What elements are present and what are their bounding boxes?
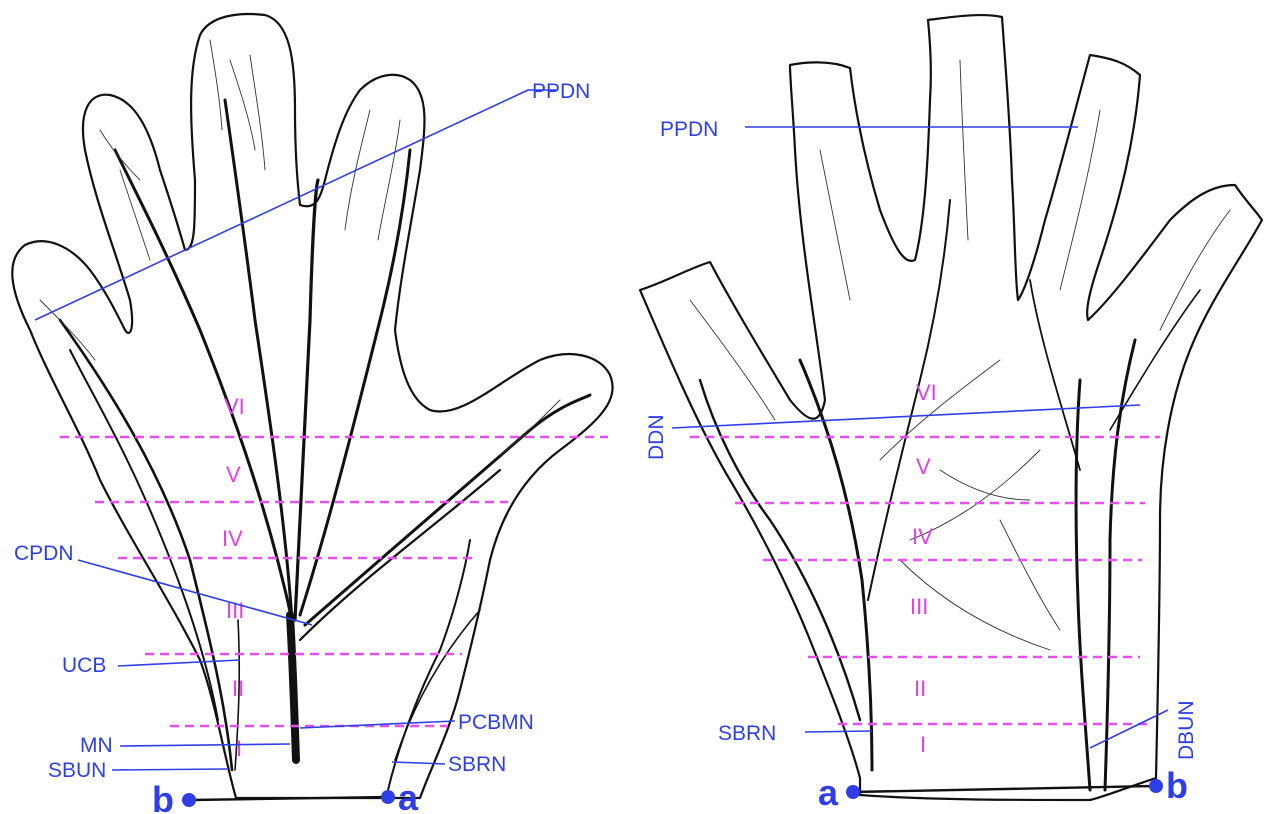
right-zone-ii: II bbox=[914, 676, 926, 701]
right-hand: VI V IV III II I PPDN DDN SBRN DBUN a b bbox=[640, 15, 1262, 813]
right-wrist-line bbox=[852, 786, 1156, 792]
right-zone-v: V bbox=[916, 454, 931, 479]
left-label-point-a: a bbox=[398, 777, 419, 814]
right-zone-vi: VI bbox=[916, 380, 937, 405]
left-zone-v: V bbox=[226, 462, 241, 487]
left-hand: VI V IV III II I PPDN CPDN UCB MN SBUN P… bbox=[12, 14, 612, 814]
left-label-mn: MN bbox=[80, 734, 113, 757]
right-hand-outline bbox=[640, 15, 1262, 800]
left-hand-outline bbox=[12, 14, 612, 798]
left-zone-labels: VI V IV III II I bbox=[222, 394, 245, 761]
left-point-b-marker bbox=[182, 793, 196, 807]
right-label-point-a: a bbox=[818, 772, 839, 813]
left-nerve-trunks bbox=[60, 100, 590, 790]
right-nerve-trunks bbox=[700, 200, 1200, 790]
left-label-point-b: b bbox=[152, 779, 174, 814]
right-zone-i: I bbox=[920, 732, 926, 757]
left-wrist-line bbox=[190, 797, 388, 800]
right-label-ppdn: PPDN bbox=[660, 118, 718, 141]
left-zone-iv: IV bbox=[222, 526, 243, 551]
right-label-point-b: b bbox=[1166, 765, 1188, 806]
left-label-sbrn: SBRN bbox=[448, 753, 506, 776]
right-label-dbun: DBUN bbox=[1175, 700, 1198, 760]
left-zone-vi: VI bbox=[224, 394, 245, 419]
left-label-pcbmn: PCBMN bbox=[458, 711, 534, 734]
left-point-a-marker bbox=[381, 790, 395, 804]
right-zone-iv: IV bbox=[912, 524, 933, 549]
left-label-sbun: SBUN bbox=[48, 759, 106, 782]
right-fine-branches bbox=[690, 60, 1230, 650]
left-label-ucb: UCB bbox=[62, 654, 106, 677]
left-zone-ii: II bbox=[232, 676, 244, 701]
left-zone-lines bbox=[60, 437, 608, 726]
left-label-ppdn: PPDN bbox=[532, 80, 590, 103]
left-label-cpdn: CPDN bbox=[14, 542, 74, 565]
right-label-ddn: DDN bbox=[645, 415, 668, 461]
right-point-b-marker bbox=[1149, 779, 1163, 793]
left-zone-i: I bbox=[236, 736, 242, 761]
right-label-sbrn: SBRN bbox=[718, 722, 776, 745]
right-point-a-marker bbox=[846, 785, 860, 799]
left-fine-branches bbox=[40, 40, 560, 455]
right-zone-iii: III bbox=[910, 594, 928, 619]
